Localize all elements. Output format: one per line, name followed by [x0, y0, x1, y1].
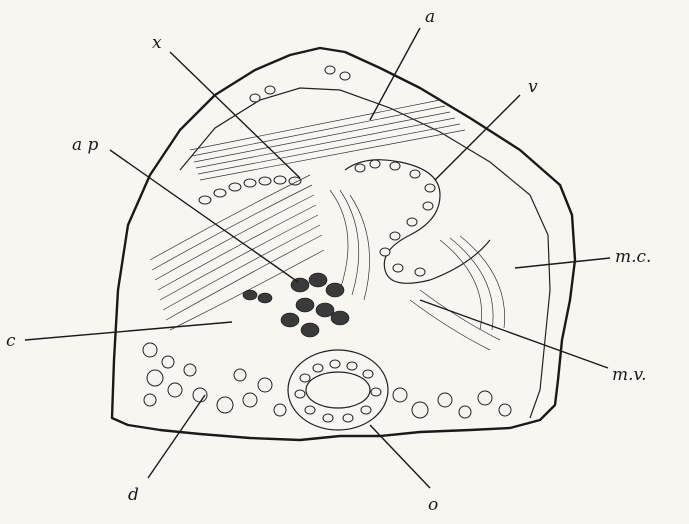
- label-mc: m.c.: [615, 247, 651, 267]
- label-d: d: [128, 485, 139, 505]
- label-a: a: [425, 7, 435, 27]
- leader-mv: [420, 300, 608, 368]
- villus-cells: [355, 160, 435, 276]
- leader-c: [25, 322, 232, 340]
- label-mv: m.v.: [612, 365, 647, 385]
- label-ap: a p: [72, 135, 99, 155]
- leader-mc: [515, 258, 610, 268]
- leader-d: [148, 395, 205, 478]
- label-c: c: [6, 331, 16, 351]
- leader-v: [435, 95, 520, 180]
- label-v: v: [528, 77, 538, 97]
- membrane-layer: [180, 88, 550, 418]
- label-o: o: [428, 495, 438, 515]
- tube-section: [288, 350, 388, 430]
- leader-a: [370, 28, 420, 120]
- glandular-cluster: [243, 273, 349, 337]
- section-outline: [112, 48, 575, 440]
- label-x: x: [152, 33, 162, 53]
- cell-row-upper: [199, 66, 350, 204]
- leader-ap: [110, 150, 298, 282]
- villus-fold: [345, 160, 490, 284]
